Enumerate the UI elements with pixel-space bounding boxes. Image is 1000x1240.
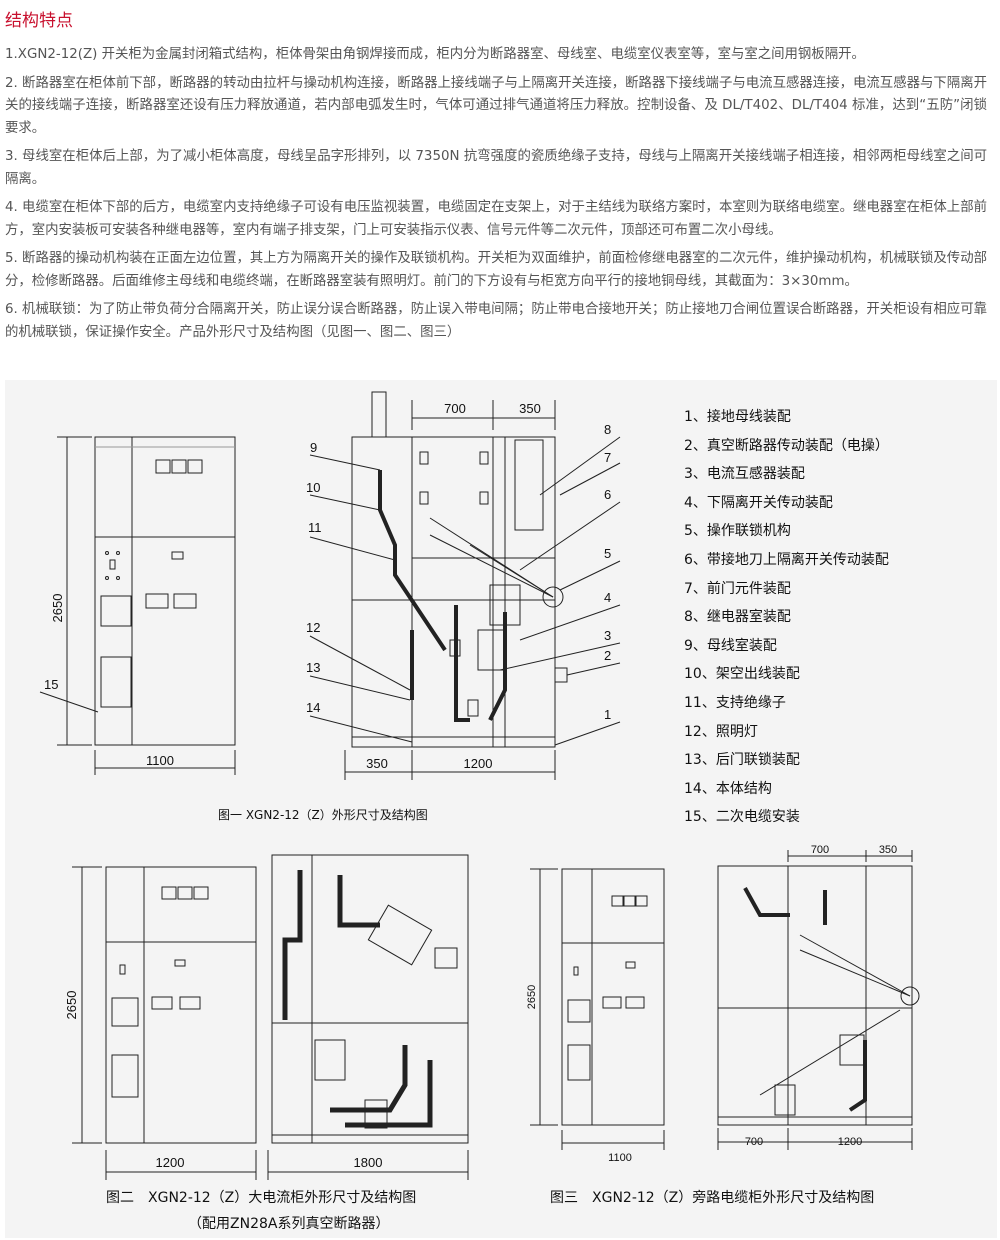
fig1-callout-3: 3 (604, 628, 611, 643)
fig1-callout-6: 6 (604, 487, 611, 502)
paragraph-5: 5. 断路器的操动机构装在正面左边位置，其上方为隔离开关的操作及联锁机构。开关柜… (5, 251, 987, 289)
legend-item: 13、后门联锁装配 (684, 752, 800, 769)
paragraph-3: 3. 母线室在柜体后上部，为了减小柜体高度，母线呈品字形排列，以 7350N 抗… (5, 149, 987, 187)
legend-item: 8、继电器室装配 (684, 609, 791, 626)
fig3-caption: 图三 XGN2-12（Z）旁路电缆柜外形尺寸及结构图 (550, 1190, 875, 1206)
fig1-callout-12: 12 (306, 620, 320, 635)
paragraph-4: 4. 电缆室在柜体下部的后方，电缆室内支持绝缘子可设有电压监视装置，电缆固定在支… (5, 200, 987, 238)
fig1-dim-1200: 1200 (464, 756, 493, 771)
fig1-width-dim: 1100 (146, 753, 174, 768)
paragraph-6: 6. 机械联锁：为了防止带负荷分合隔离开关，防止误分误合断路器，防止误入带电间隔… (5, 302, 987, 340)
fig1-dim-350-bottom: 350 (366, 756, 388, 771)
paragraph-2: 2. 断路器室在柜体前下部，断路器的转动由拉杆与操动机构连接，断路器上接线端子与… (5, 75, 987, 136)
fig1-callout-9: 9 (310, 440, 317, 455)
fig1-callout-2: 2 (604, 648, 611, 663)
fig1-callout-11: 11 (308, 520, 322, 535)
fig3-height-dim: 2650 (526, 985, 538, 1009)
legend-item: 12、照明灯 (684, 723, 758, 740)
paragraph-1: 1.XGN2-12(Z) 开关柜为金属封闭箱式结构，柜体骨架由角钢焊接而成，柜内… (5, 47, 865, 62)
fig3-dim-1200: 1200 (838, 1136, 862, 1148)
legend-item: 1、接地母线装配 (684, 409, 791, 425)
legend-item: 7、前门元件装配 (684, 580, 791, 597)
legend-item: 14、本体结构 (684, 780, 772, 797)
fig1-callout-1: 1 (604, 707, 611, 722)
fig3-dim-700-top: 700 (811, 844, 829, 856)
section-title: 结构特点 (5, 11, 73, 31)
fig2-width-dim: 1200 (156, 1155, 185, 1170)
fig2-caption-line2: （配用ZN28A系列真空断路器） (188, 1216, 390, 1232)
legend-item: 9、母线室装配 (684, 637, 777, 654)
fig1-caption: 图一 XGN2-12（Z）外形尺寸及结构图 (218, 808, 428, 822)
legend-item: 6、带接地刀上隔离开关传动装配 (684, 551, 889, 568)
fig1-callout-4: 4 (604, 590, 611, 605)
legend-item: 4、下隔离开关传动装配 (684, 494, 833, 511)
fig3-front-view (530, 868, 665, 1150)
figure-area (5, 380, 997, 1238)
fig2-depth-dim: 1800 (354, 1155, 383, 1170)
legend-item: 10、架空出线装配 (684, 666, 800, 683)
fig2-caption-line1: 图二 XGN2-12（Z）大电流柜外形尺寸及结构图 (106, 1190, 417, 1206)
parts-legend: 1、接地母线装配 2、真空断路器传动装配（电操） 3、电流互感器装配 4、下隔离… (684, 403, 889, 832)
fig1-label-15: 15 (44, 677, 58, 692)
fig1-callout-13: 13 (306, 660, 320, 675)
fig1-dim-350-top: 350 (519, 401, 541, 416)
fig3-section-view (717, 850, 920, 1150)
fig3-dim-700-bottom: 700 (745, 1136, 763, 1148)
legend-item: 11、支持绝缘子 (684, 694, 786, 711)
fig1-callout-10: 10 (306, 480, 320, 495)
fig3-dim-350-top: 350 (879, 844, 897, 856)
fig1-callout-8: 8 (604, 422, 611, 437)
fig3-width-dim: 1100 (608, 1152, 632, 1164)
fig1-section-view (309, 391, 621, 780)
fig2-height-dim: 2650 (64, 991, 79, 1020)
fig1-callout-7: 7 (604, 450, 611, 465)
legend-item: 3、电流互感器装配 (684, 466, 805, 483)
fig1-callout-5: 5 (604, 546, 611, 561)
fig1-front-view (39, 436, 236, 775)
legend-item: 15、二次电缆安装 (684, 809, 800, 826)
description-text: 1.XGN2-12(Z) 开关柜为金属封闭箱式结构，柜体骨架由角钢焊接而成，柜内… (5, 44, 987, 350)
fig1-callout-14: 14 (306, 700, 320, 715)
fig1-dim-700: 700 (444, 401, 466, 416)
legend-item: 5、操作联锁机构 (684, 523, 791, 540)
fig2-front-view (72, 866, 257, 1180)
fig2-section-view (267, 854, 469, 1180)
fig1-height-dim: 2650 (50, 594, 65, 623)
legend-item: 2、真空断路器传动装配（电操） (684, 437, 889, 454)
